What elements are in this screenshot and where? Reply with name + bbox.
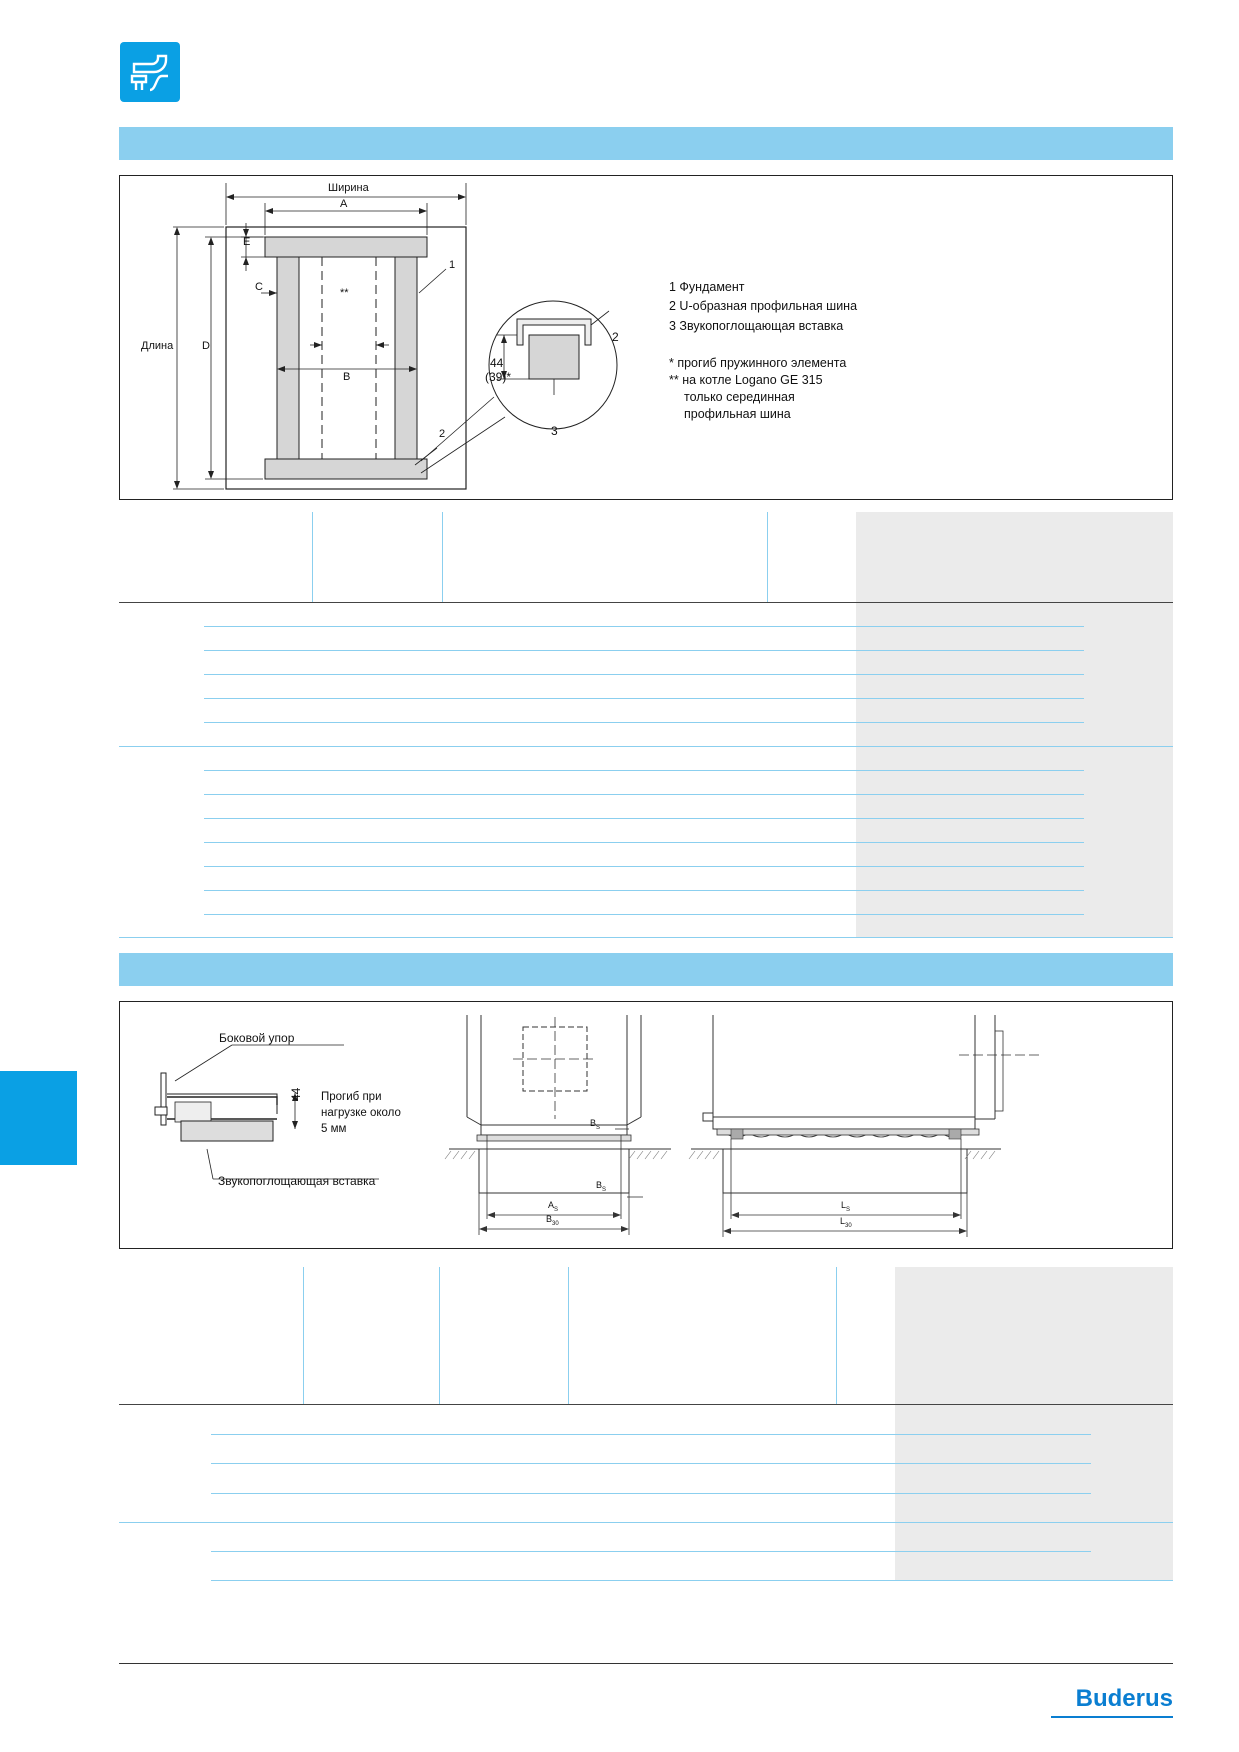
- dim-44-vertical-label: 44: [289, 1087, 303, 1101]
- label-2-bottom: 2: [439, 428, 446, 440]
- dim-39-label: (39)*: [485, 370, 512, 384]
- table1-col-divider: [767, 512, 768, 602]
- table-row-rule: [211, 1463, 1091, 1464]
- table1-col-divider: [312, 512, 313, 602]
- footer-rule: [119, 1663, 1173, 1665]
- section-header-bar: [119, 953, 1173, 986]
- section-side-tab: [0, 1071, 77, 1165]
- legend-note-star: * прогиб пружинного элемента: [669, 356, 847, 370]
- table-row-rule: [204, 722, 1084, 723]
- table-row-rule: [204, 818, 1084, 819]
- legend-note-line2: только серединная: [684, 390, 795, 404]
- side-stop-label: Боковой упор: [219, 1031, 295, 1045]
- deflection-label-line3: 5 мм: [321, 1123, 347, 1135]
- foundation-diagram: [173, 183, 618, 490]
- table2-col-divider: [568, 1267, 569, 1404]
- deflection-label-line1: Прогиб при: [321, 1091, 382, 1103]
- table-row-rule: [119, 937, 1173, 938]
- dim-as-label: AS: [548, 1200, 559, 1213]
- dim-l30-label: L30: [840, 1216, 852, 1229]
- table-row-rule: [204, 626, 1084, 627]
- section-header-bar: [119, 127, 1173, 160]
- logo-underline: [1051, 1716, 1173, 1718]
- legend-item-1: 1 Фундамент: [669, 280, 745, 294]
- dim-bs-label: BS: [590, 1118, 601, 1131]
- dim-b-label: B: [343, 371, 351, 383]
- table2-col-divider: [303, 1267, 304, 1404]
- table-row-rule: [204, 914, 1084, 915]
- dim-e-label: E: [243, 236, 251, 248]
- table-row-rule: [204, 770, 1084, 771]
- stars-label: **: [340, 287, 349, 299]
- dim-b30-label: B30: [546, 1214, 559, 1227]
- dim-a-label: A: [340, 198, 348, 210]
- dim-d-label: D: [202, 340, 210, 352]
- table1-header-rule: [119, 602, 1173, 604]
- legend-note-double-star: ** на котле Logano GE 315: [669, 373, 823, 387]
- table2-highlight-column: [895, 1267, 1173, 1580]
- table-row-rule: [119, 746, 1173, 747]
- table-row-rule: [204, 890, 1084, 891]
- table-row-rule: [204, 650, 1084, 651]
- table-row-rule: [204, 866, 1084, 867]
- width-label: Ширина: [328, 182, 369, 194]
- table2-col-divider: [439, 1267, 440, 1404]
- table-row-rule: [211, 1551, 1091, 1552]
- table-row-rule: [204, 674, 1084, 675]
- pipe-icon: [120, 42, 180, 102]
- label-2-detail: 2: [612, 330, 619, 344]
- dim-44-label: 44: [490, 356, 504, 370]
- table-row-rule: [211, 1580, 1173, 1581]
- table-row-rule: [211, 1493, 1091, 1494]
- buderus-logo: Buderus: [1075, 1685, 1173, 1712]
- label-3-detail: 3: [551, 424, 558, 438]
- table-row-rule: [119, 1522, 1173, 1523]
- table1-col-divider: [442, 512, 443, 602]
- label-1: 1: [449, 259, 456, 271]
- table-row-rule: [211, 1434, 1091, 1435]
- table2-header-rule: [119, 1404, 1173, 1406]
- dim-bs2-label: BS: [596, 1180, 607, 1193]
- mounting-diagram: [154, 1015, 1039, 1237]
- deflection-label-line2: нагрузке около: [321, 1107, 401, 1119]
- table-row-rule: [204, 794, 1084, 795]
- legend-note-line3: профильная шина: [684, 407, 791, 421]
- length-label: Длина: [141, 340, 174, 352]
- table-row-rule: [204, 698, 1084, 699]
- insert-label: Звукопоглощающая вставка: [218, 1174, 376, 1188]
- table1-highlight-column: [856, 512, 1173, 937]
- legend-item-2: 2 U-образная профильная шина: [669, 299, 858, 313]
- table-row-rule: [204, 842, 1084, 843]
- legend-item-3: 3 Звукопоглощающая вставка: [669, 319, 844, 333]
- dim-c-label: C: [255, 281, 263, 293]
- table2-col-divider: [836, 1267, 837, 1404]
- dim-ls-label: LS: [841, 1200, 851, 1213]
